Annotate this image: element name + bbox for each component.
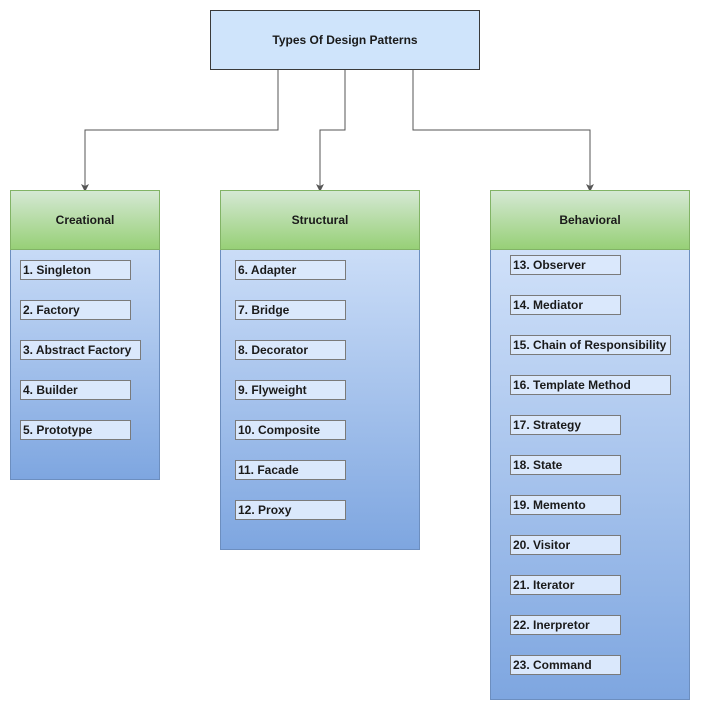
category-structural: Structural 6. Adapter 7. Bridge 8. Decor… bbox=[220, 190, 420, 550]
pattern-item-strategy: 17. Strategy bbox=[510, 415, 621, 435]
pattern-item-facade: 11. Facade bbox=[235, 460, 346, 480]
pattern-item-singleton: 1. Singleton bbox=[20, 260, 131, 280]
pattern-item-mediator: 14. Mediator bbox=[510, 295, 621, 315]
category-header-creational: Creational bbox=[10, 190, 160, 250]
category-creational: Creational 1. Singleton 2. Factory 3. Ab… bbox=[10, 190, 160, 480]
pattern-item-adapter: 6. Adapter bbox=[235, 260, 346, 280]
category-title-behavioral: Behavioral bbox=[559, 213, 621, 227]
category-title-creational: Creational bbox=[55, 213, 115, 227]
pattern-item-bridge: 7. Bridge bbox=[235, 300, 346, 320]
pattern-item-observer: 13. Observer bbox=[510, 255, 621, 275]
pattern-item-composite: 10. Composite bbox=[235, 420, 346, 440]
root-node-label: Types Of Design Patterns bbox=[272, 33, 418, 47]
pattern-item-decorator: 8. Decorator bbox=[235, 340, 346, 360]
pattern-item-builder: 4. Builder bbox=[20, 380, 131, 400]
pattern-item-iterator: 21. Iterator bbox=[510, 575, 621, 595]
pattern-item-flyweight: 9. Flyweight bbox=[235, 380, 346, 400]
pattern-item-visitor: 20. Visitor bbox=[510, 535, 621, 555]
pattern-item-command: 23. Command bbox=[510, 655, 621, 675]
category-behavioral: Behavioral 13. Observer 14. Mediator 15.… bbox=[490, 190, 690, 700]
connector-to-creational bbox=[81, 70, 279, 192]
pattern-item-abstract-factory: 3. Abstract Factory bbox=[20, 340, 141, 360]
category-header-structural: Structural bbox=[220, 190, 420, 250]
pattern-item-prototype: 5. Prototype bbox=[20, 420, 131, 440]
pattern-item-chain-of-responsibility: 15. Chain of Responsibility bbox=[510, 335, 671, 355]
pattern-item-template-method: 16. Template Method bbox=[510, 375, 671, 395]
pattern-item-factory: 2. Factory bbox=[20, 300, 131, 320]
connector-to-structural bbox=[316, 70, 346, 192]
category-title-structural: Structural bbox=[291, 213, 349, 227]
root-node: Types Of Design Patterns bbox=[210, 10, 480, 70]
category-header-behavioral: Behavioral bbox=[490, 190, 690, 250]
pattern-item-memento: 19. Memento bbox=[510, 495, 621, 515]
pattern-item-proxy: 12. Proxy bbox=[235, 500, 346, 520]
pattern-item-interpreter: 22. Inerpretor bbox=[510, 615, 621, 635]
connector-to-behavioral bbox=[412, 70, 594, 192]
pattern-item-state: 18. State bbox=[510, 455, 621, 475]
